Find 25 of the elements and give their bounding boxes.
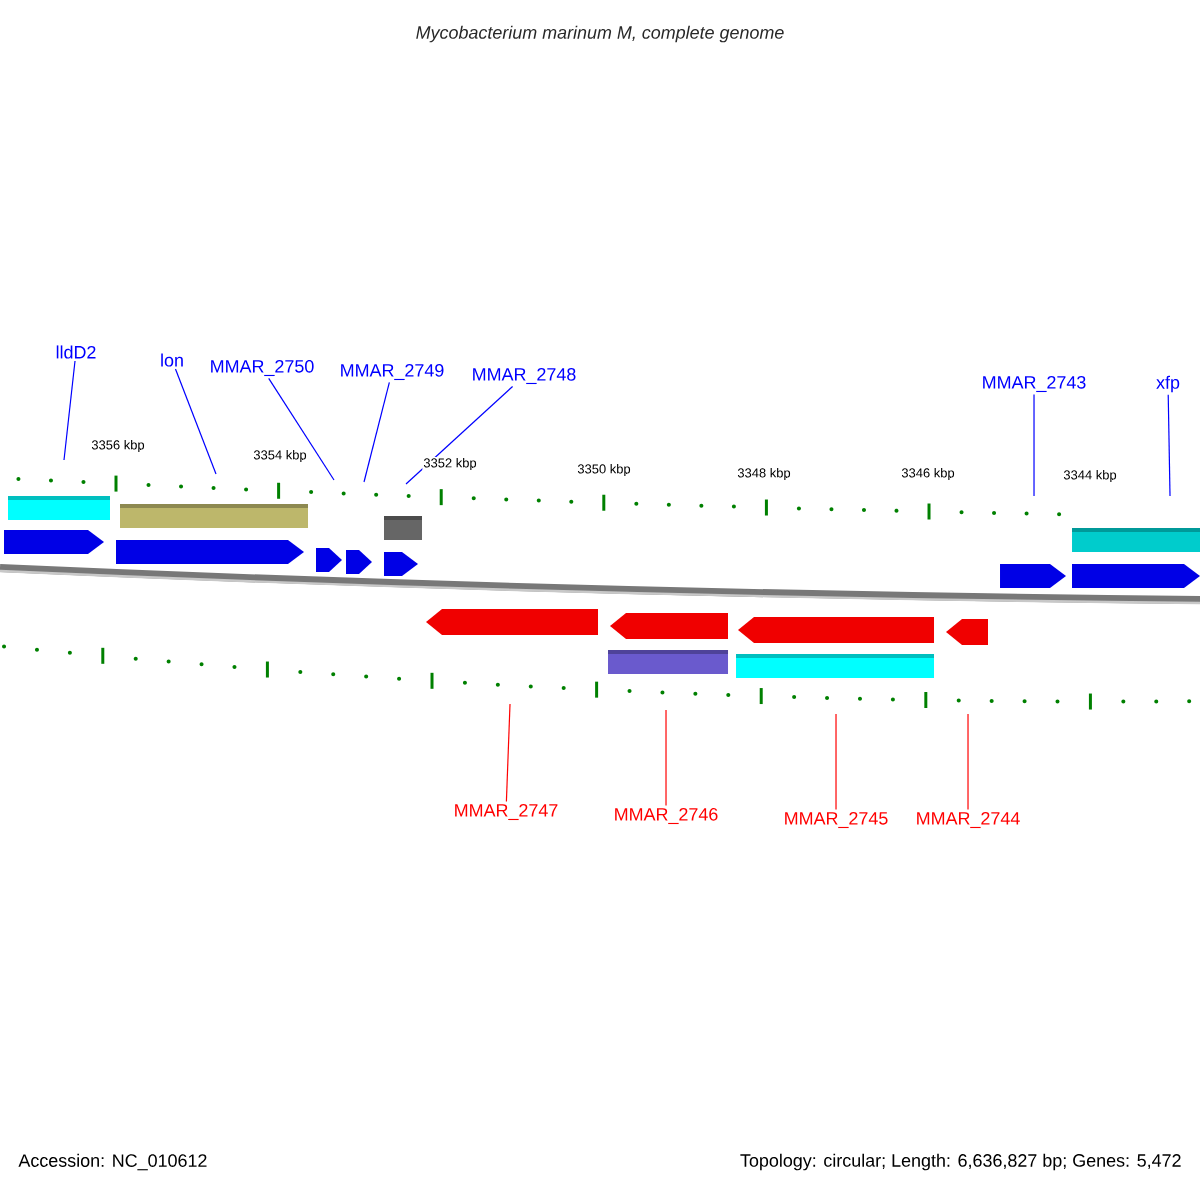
- leader-line: [405, 385, 514, 485]
- gene-label: MMAR_2745: [785, 811, 888, 829]
- leader-line: [363, 381, 390, 483]
- footer-text: Topology: circular; Length: 6,636,827 bp; Genes: 5,472: [740, 1153, 1181, 1171]
- leader-line: [967, 713, 969, 811]
- leader-line: [1167, 394, 1171, 497]
- gene-label: MMAR_2743: [983, 375, 1086, 393]
- leader-line: [1033, 393, 1035, 497]
- gene-label: MMAR_2748: [473, 367, 576, 385]
- leader-line: [505, 703, 511, 803]
- footer-text: Accession: NC_010612: [18, 1153, 207, 1171]
- gene-label: MMAR_2746: [615, 807, 718, 825]
- gene-label: lldD2: [56, 345, 96, 359]
- leader-line: [835, 713, 837, 811]
- gene-label: xfp: [1156, 375, 1180, 393]
- leader-line: [63, 360, 76, 461]
- leader-line: [174, 368, 217, 475]
- title: Mycobacterium marinum M, complete genome: [416, 25, 784, 43]
- gene-label: lon: [161, 353, 183, 367]
- gene-label: MMAR_2750: [211, 359, 314, 377]
- gene-label: MMAR_2749: [341, 363, 444, 381]
- leader-line: [665, 709, 667, 807]
- gene-label: MMAR_2747: [455, 803, 558, 821]
- gene-label: MMAR_2744: [917, 811, 1020, 829]
- leader-line: [268, 377, 335, 481]
